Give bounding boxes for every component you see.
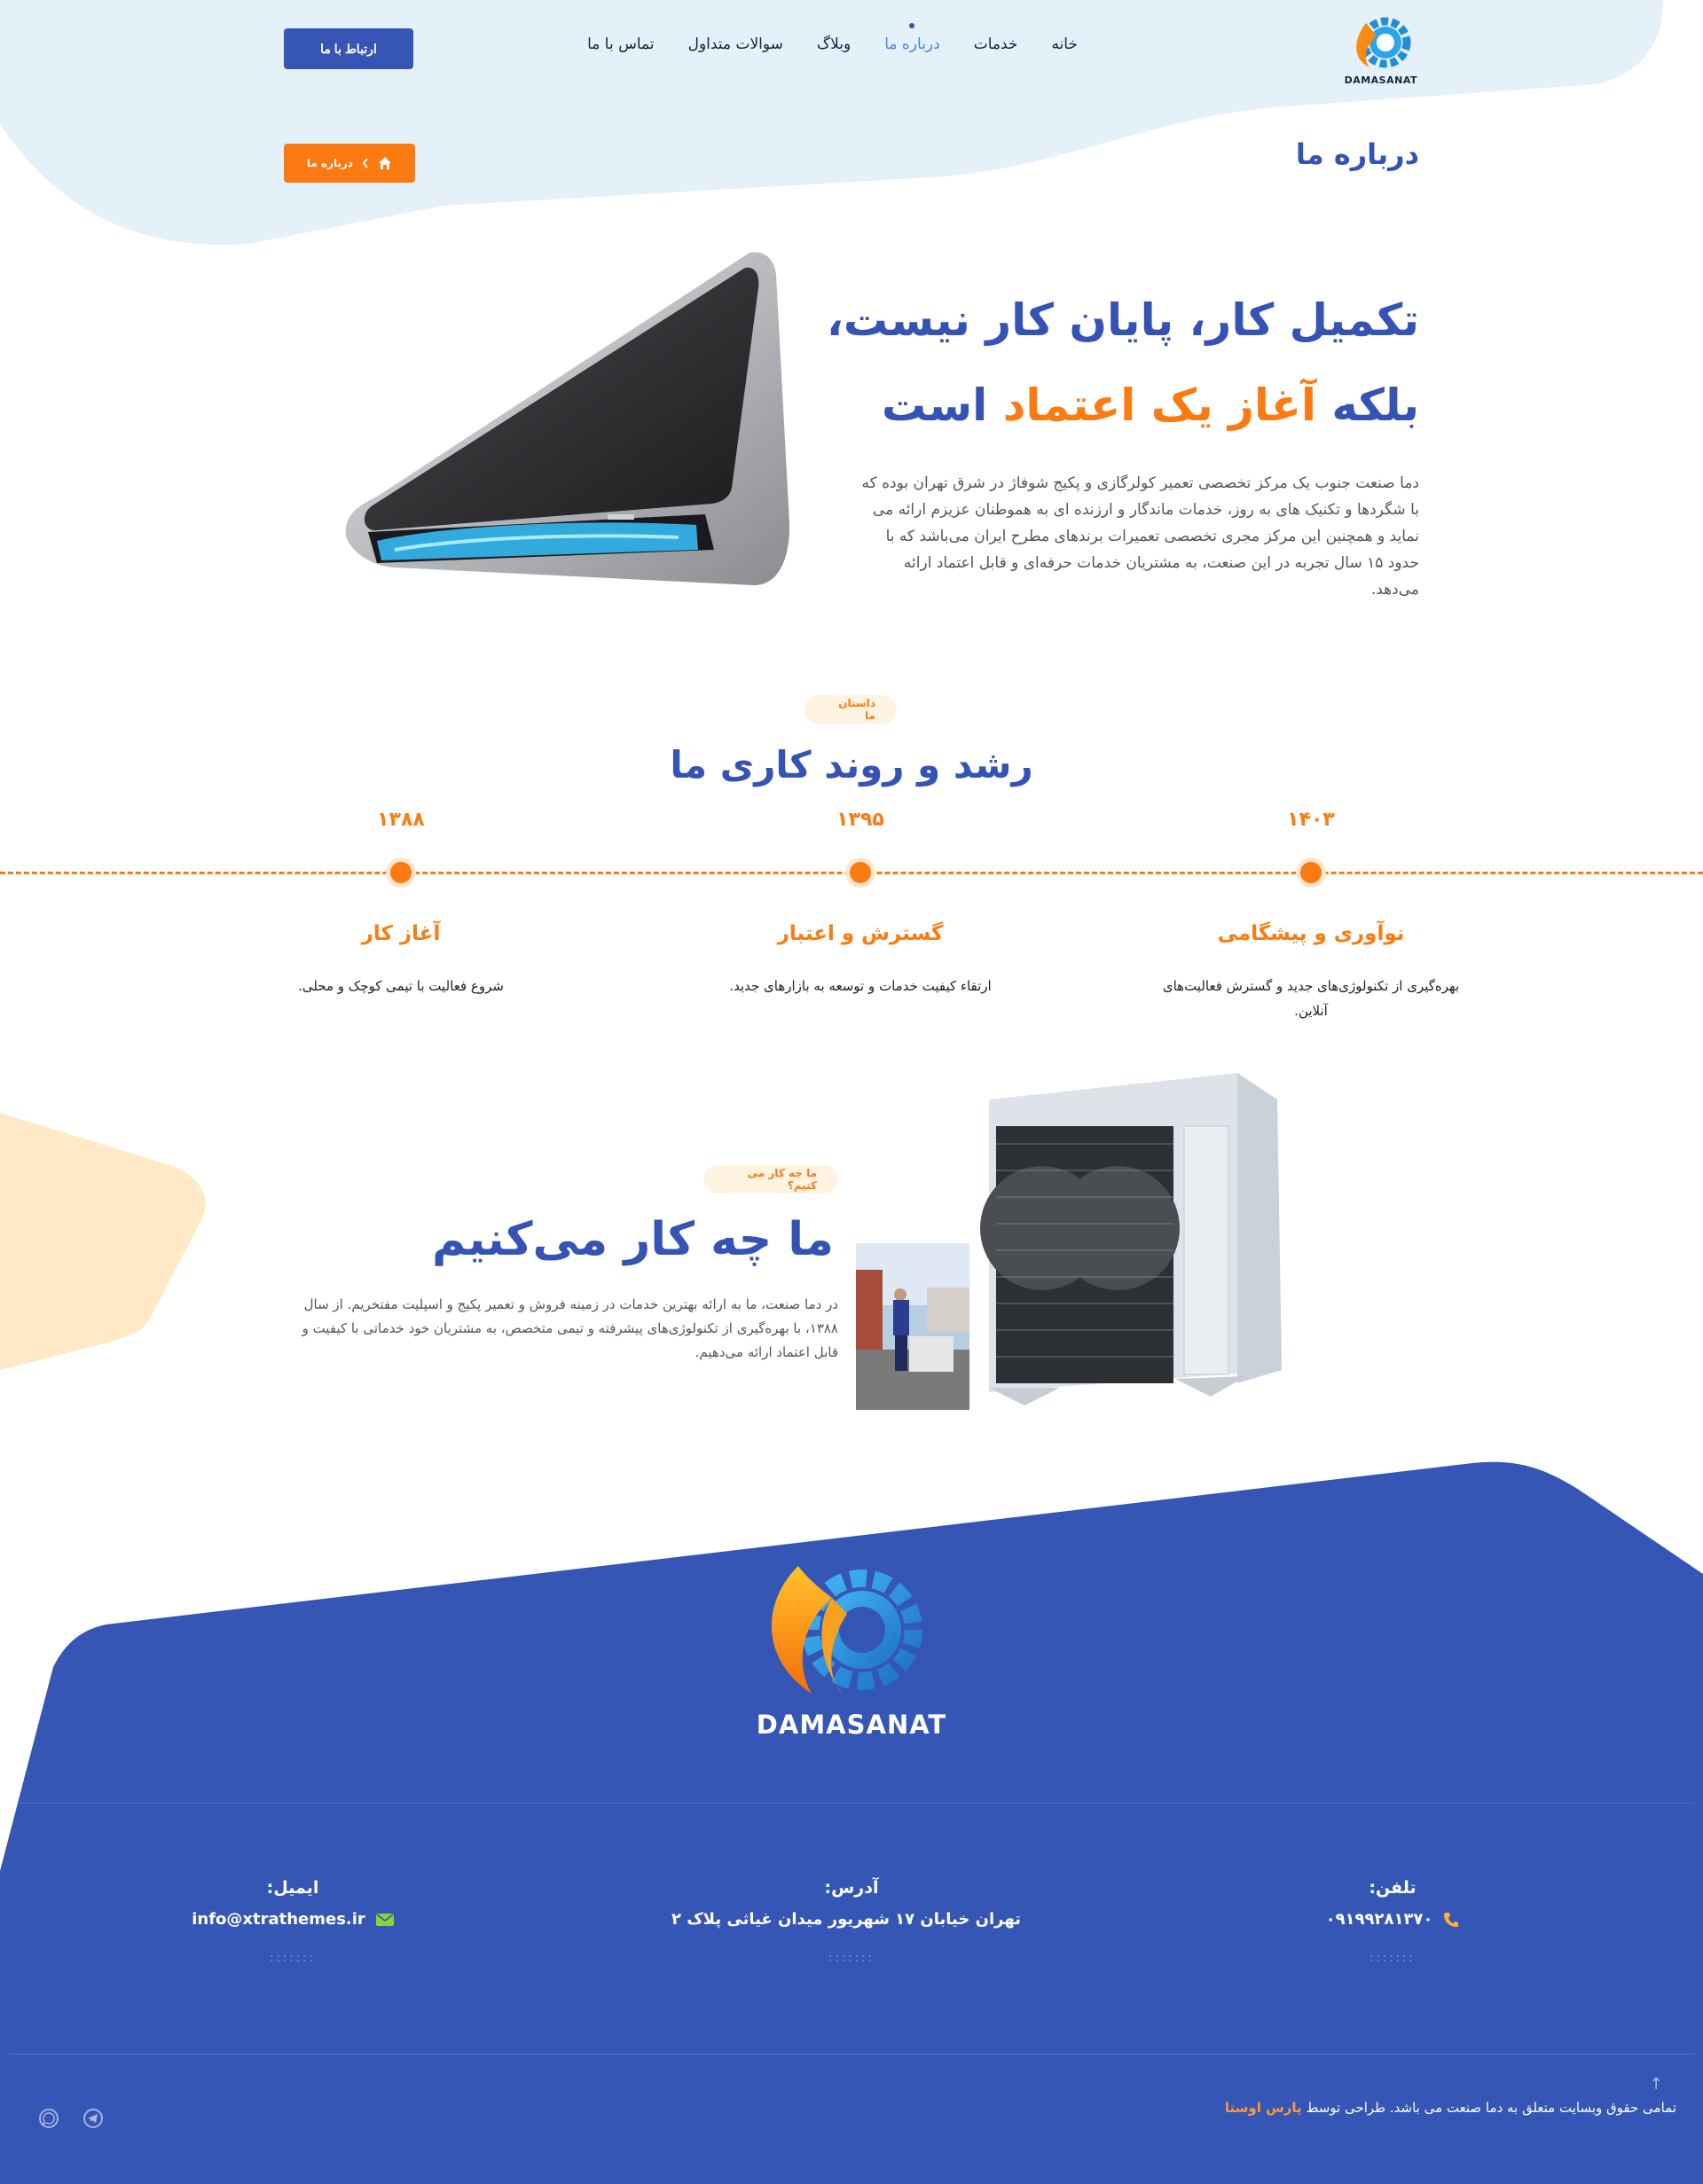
- nav-item-blog[interactable]: وبلاگ: [816, 35, 852, 53]
- timeline-year: ۱۴۰۳: [1287, 809, 1335, 831]
- footer-email: ایمیل: info@xtrathemes.ir :::::::: [115, 1878, 470, 1965]
- copyright-text: تمامی حقوق وبسایت متعلق به دما صنعت می ب…: [1306, 2100, 1676, 2116]
- nav-item-home[interactable]: خانه: [1051, 35, 1078, 53]
- contact-us-button[interactable]: ارتباط با ما: [284, 28, 413, 69]
- chevron-icon: [362, 158, 368, 168]
- email-value[interactable]: info@xtrathemes.ir: [192, 1910, 365, 1929]
- what-we-do-title: ما چه کار می‌کنیم: [431, 1213, 834, 1266]
- timeline-title: گسترش و اعتبار: [777, 922, 944, 945]
- decorative-dots: :::::::: [1369, 1952, 1416, 1965]
- hero-heading-line1: تکمیل کار، پایان کار نیست،: [826, 294, 1419, 346]
- scroll-top-icon[interactable]: ↑: [1649, 2075, 1663, 2094]
- breadcrumb: درباره ما: [284, 144, 415, 183]
- address-label: آدرس:: [824, 1878, 879, 1898]
- outdoor-unit-image: [980, 1073, 1282, 1405]
- footer-background-shape: [0, 1461, 1703, 2184]
- email-label: ایمیل:: [266, 1878, 319, 1898]
- phone-value[interactable]: ۰۹۱۹۹۲۸۱۳۷۰: [1325, 1910, 1433, 1929]
- footer-address: آدرس: تهران خیابان ۱۷ شهریور میدان غیاثی…: [671, 1878, 1029, 1965]
- timeline-desc: ارتقاء کیفیت خدمات و توسعه به بازارهای ج…: [729, 978, 992, 994]
- nav-item-about-label: درباره ما: [884, 35, 940, 53]
- timeline-year: ۱۳۸۸: [377, 809, 425, 831]
- site-header: DAMASANAT خانه خدمات درباره ما وبلاگ سوا…: [0, 0, 1703, 98]
- footer-divider: [9, 1803, 1694, 1804]
- whatsapp-icon[interactable]: [39, 2109, 59, 2128]
- timeline-title: آغاز کار: [361, 922, 441, 945]
- technician-photo: [856, 1243, 969, 1410]
- decorative-dots: :::::::: [270, 1952, 316, 1965]
- footer-logo[interactable]: [763, 1561, 940, 1703]
- timeline-dot: [850, 862, 871, 883]
- timeline-year: ۱۳۹۵: [836, 809, 884, 831]
- story-title: رشد و روند کاری ما: [670, 743, 1033, 787]
- site-logo[interactable]: [1346, 16, 1417, 89]
- story-badge: داستان ما: [804, 695, 897, 724]
- nav-item-services[interactable]: خدمات: [973, 35, 1018, 53]
- home-icon[interactable]: [378, 156, 392, 170]
- air-conditioner-image: [345, 252, 790, 585]
- nav-item-faq[interactable]: سوالات متداول: [687, 35, 783, 53]
- timeline-dot: [1300, 862, 1322, 883]
- designer-link[interactable]: پارس اوستا: [1224, 2100, 1302, 2116]
- address-value: تهران خیابان ۱۷ شهریور میدان غیاثی پلاک …: [671, 1910, 1022, 1929]
- hero-heading-line2: بلکه آغاز یک اعتماد است: [798, 380, 1419, 431]
- what-we-do-paragraph: در دما صنعت، ما به ارائه بهترین خدمات در…: [302, 1296, 838, 1360]
- footer-phone: تلفن: ۰۹۱۹۹۲۸۱۳۷۰ :::::::: [1215, 1878, 1570, 1965]
- header-background-shape: [0, 0, 1663, 246]
- nav-item-contact[interactable]: تماس با ما: [587, 35, 655, 53]
- page-title: درباره ما: [1295, 137, 1419, 171]
- nav-item-about[interactable]: درباره ما: [884, 23, 940, 53]
- timeline-title: نوآوری و پیشگامی: [1217, 922, 1405, 945]
- hero-heading-suffix: است: [882, 380, 988, 431]
- telegram-icon[interactable]: [83, 2109, 103, 2128]
- email-icon: [375, 1913, 394, 1926]
- footer-divider: [9, 2054, 1694, 2055]
- hero-paragraph: دما صنعت جنوب یک مرکز تخصصی تعمیر کولرگا…: [861, 474, 1419, 599]
- footer-logo-text: DAMASANAT: [756, 1710, 947, 1740]
- side-background-shape: [0, 1113, 206, 1370]
- what-we-do-badge: ما چه کار می کنیم؟: [703, 1165, 838, 1194]
- main-nav: خانه خدمات درباره ما وبلاگ سوالات متداول…: [587, 23, 1078, 53]
- hero-heading-highlight: آغاز یک اعتماد: [1002, 380, 1316, 431]
- active-indicator: [909, 23, 915, 28]
- breadcrumb-current: درباره ما: [306, 157, 354, 169]
- phone-icon: [1444, 1912, 1459, 1927]
- decorative-dots: :::::::: [828, 1952, 875, 1965]
- timeline-desc: شروع فعالیت با تیمی کوچک و محلی.: [298, 978, 504, 994]
- timeline-desc: بهره‌گیری از تکنولوژی‌های جدید و گسترش ف…: [1162, 978, 1460, 1019]
- phone-label: تلفن:: [1369, 1878, 1417, 1898]
- hero-heading-prefix: بلکه: [1331, 380, 1419, 431]
- site-logo-text: DAMASANAT: [1344, 74, 1417, 86]
- copyright: تمامی حقوق وبسایت متعلق به دما صنعت می ب…: [1225, 2100, 1676, 2116]
- timeline-dot: [390, 862, 412, 883]
